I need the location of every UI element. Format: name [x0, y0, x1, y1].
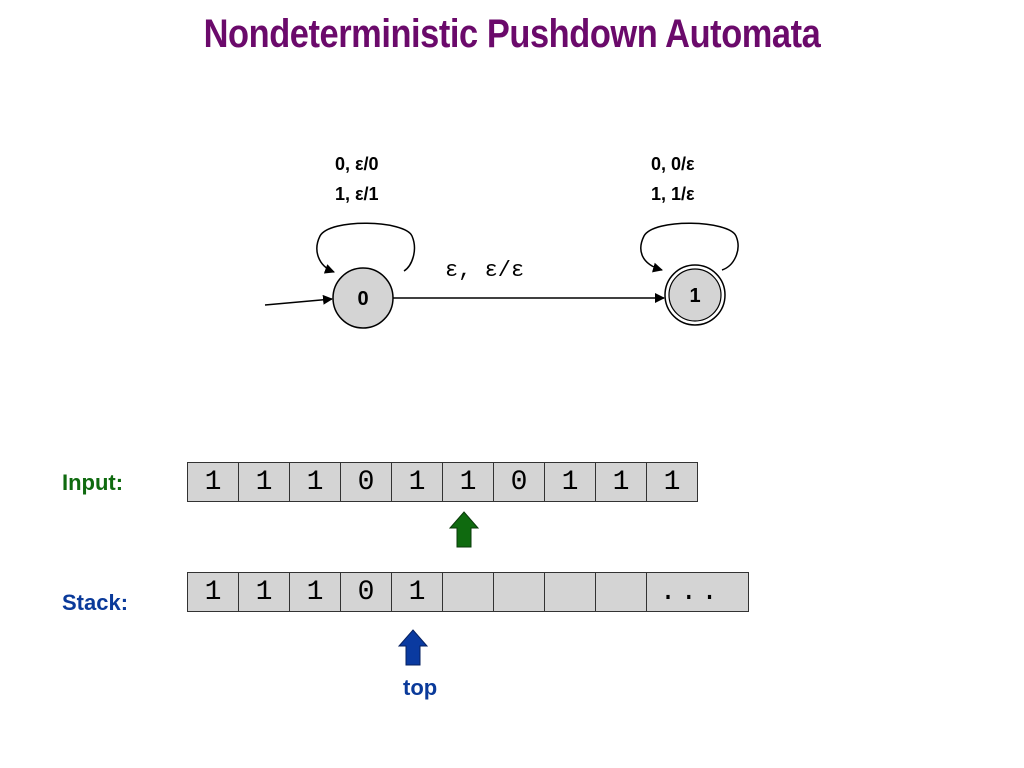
stack-cell: 1	[392, 573, 443, 611]
stack-cell	[545, 573, 596, 611]
transition-label-0-1: ε, ε/ε	[445, 258, 524, 283]
state-0: 0	[332, 267, 394, 329]
state-1-label: 1	[689, 285, 700, 307]
stack-cell: ...	[647, 573, 749, 611]
input-cell: 1	[545, 463, 596, 501]
stack-label: Stack:	[62, 590, 129, 615]
input-cell: 0	[494, 463, 545, 501]
loop-0-label-line1: 0, ε/0	[335, 154, 379, 174]
state-1: 1	[664, 264, 726, 326]
self-loop-state-1	[640, 222, 739, 273]
stack-cell	[596, 573, 647, 611]
stack-top-label: top	[403, 675, 438, 700]
input-cell: 1	[443, 463, 494, 501]
page-title: Nondeterministic Pushdown Automata	[203, 12, 821, 56]
input-label: Input:	[62, 470, 124, 495]
stack-cell	[443, 573, 494, 611]
state-0-label: 0	[357, 288, 368, 310]
self-loop-state-0	[316, 222, 416, 274]
input-cell: 1	[647, 463, 698, 501]
stack-cell: 1	[239, 573, 290, 611]
stack-cell: 0	[341, 573, 392, 611]
stack-top-arrow-icon	[397, 629, 429, 666]
input-cell: 1	[290, 463, 341, 501]
loop-1-label-line2: 1, 1/ε	[651, 184, 695, 204]
loop-0-label-line2: 1, ε/1	[335, 184, 379, 204]
input-head-arrow-icon	[448, 511, 480, 548]
input-cell: 1	[239, 463, 290, 501]
loop-1-label-line1: 0, 0/ε	[651, 154, 695, 174]
input-cell: 1	[392, 463, 443, 501]
stack-cell	[494, 573, 545, 611]
stack-cell: 1	[188, 573, 239, 611]
input-cell: 0	[341, 463, 392, 501]
start-arrow	[264, 294, 333, 306]
stack-cell: 1	[290, 573, 341, 611]
input-cell: 1	[596, 463, 647, 501]
input-cell: 1	[188, 463, 239, 501]
